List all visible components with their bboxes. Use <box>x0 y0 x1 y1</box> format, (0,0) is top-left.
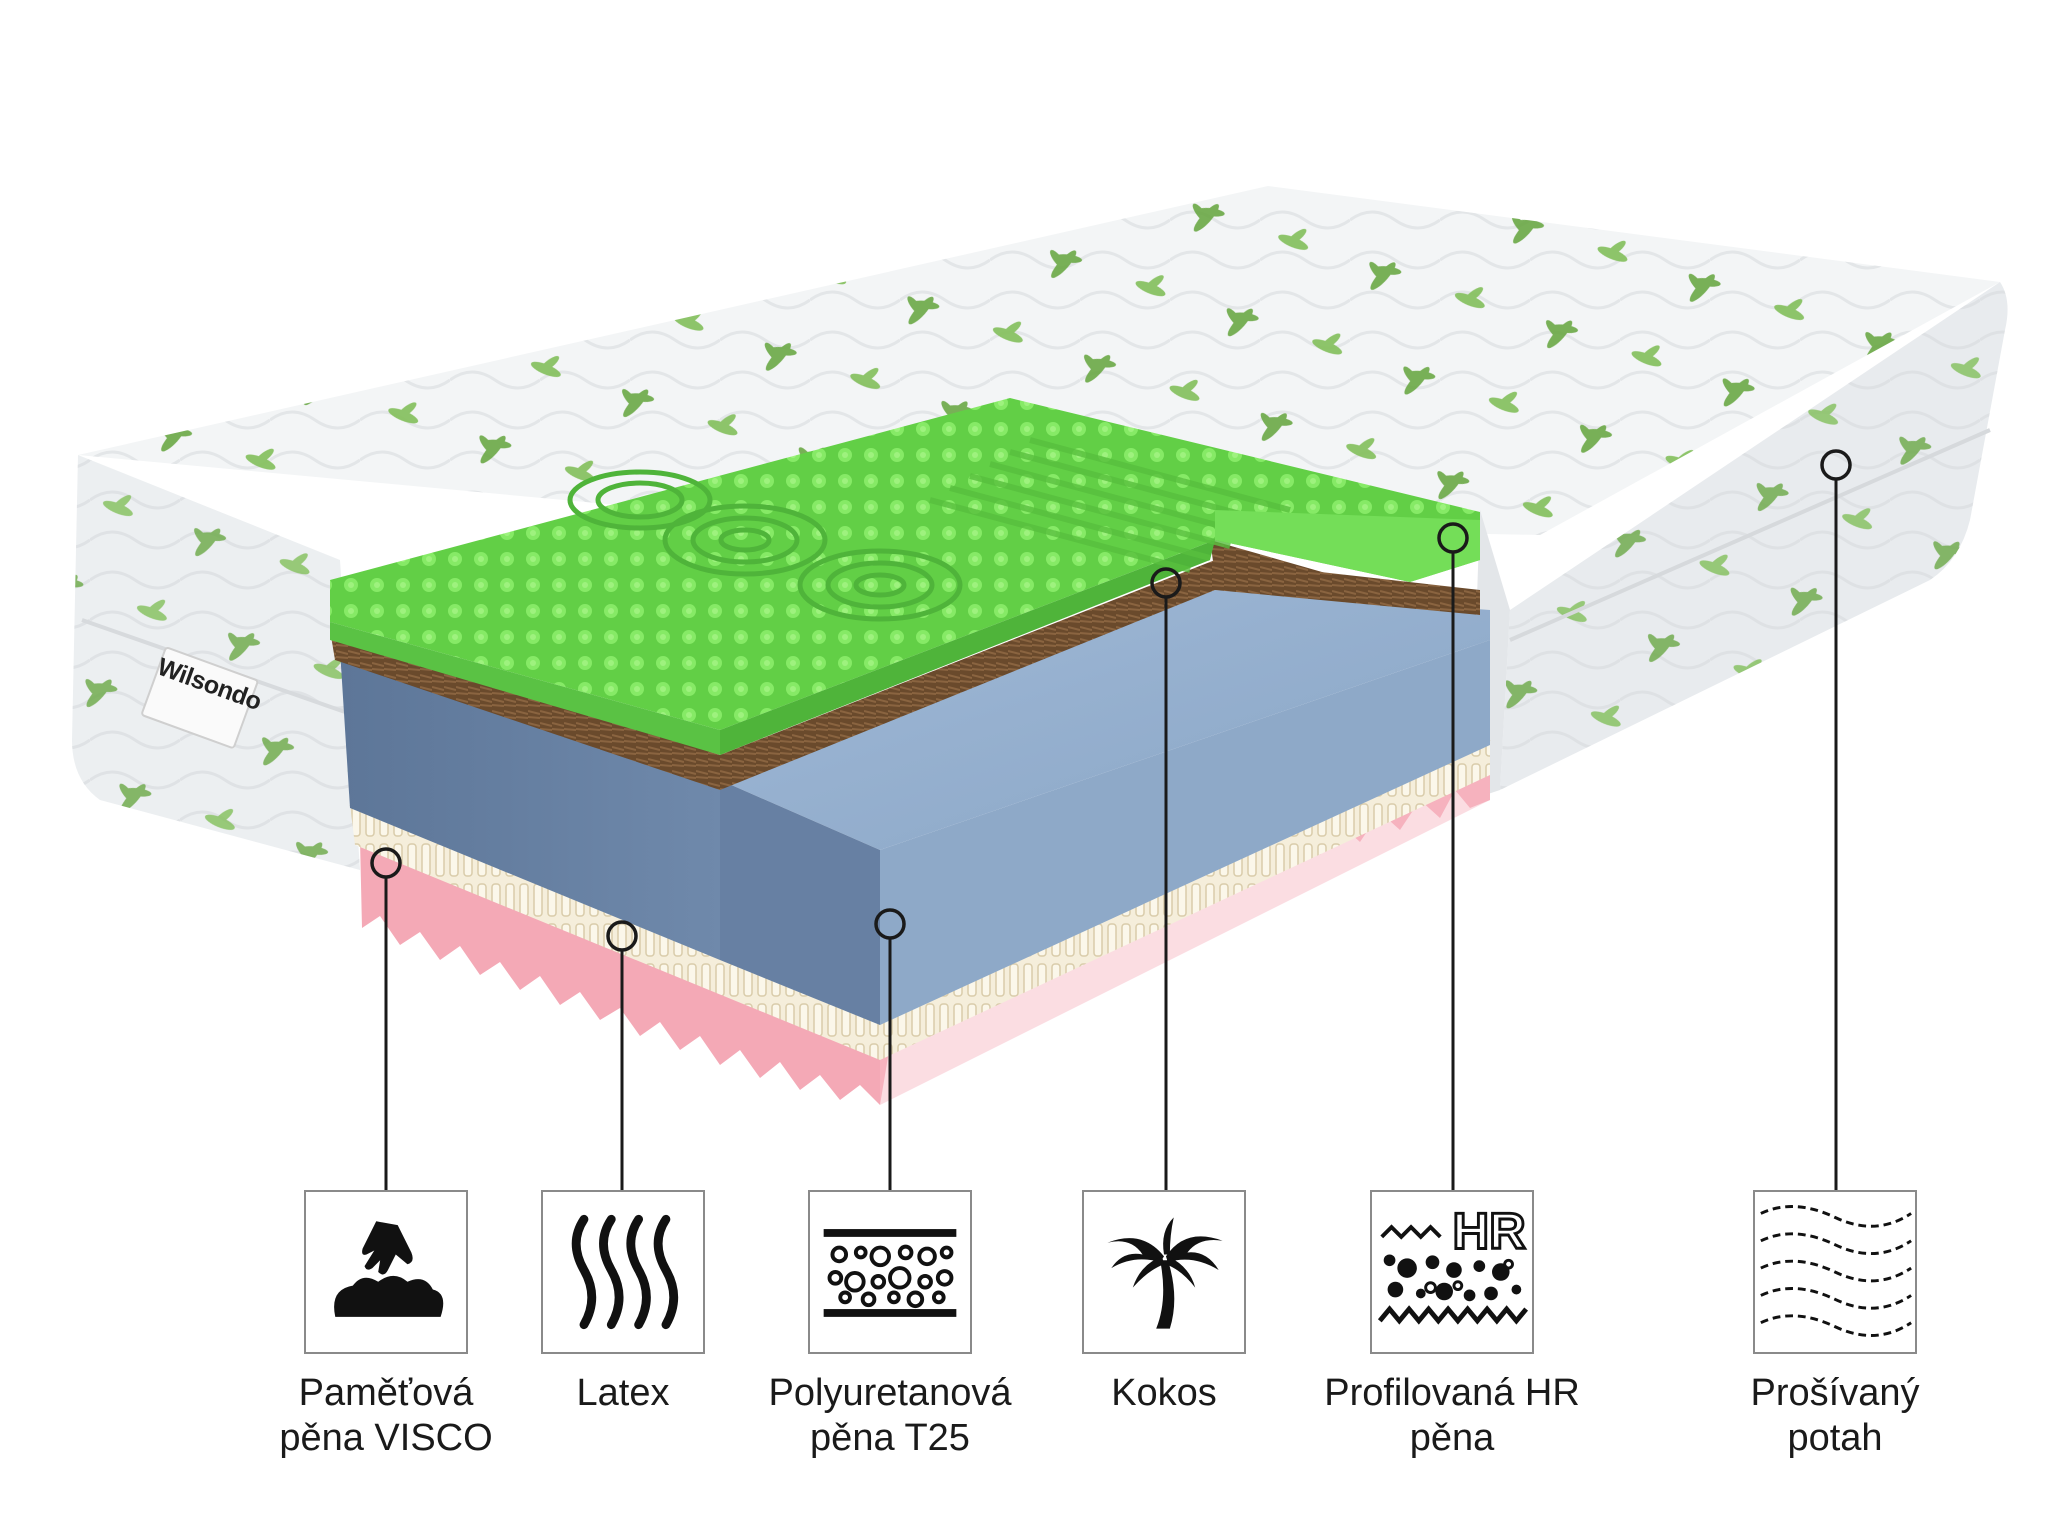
wavy-lines-icon <box>571 1214 679 1330</box>
icon-box-pur <box>808 1190 972 1354</box>
label-latex-line1: Latex <box>576 1372 670 1414</box>
hr-foam-icon: HR <box>1377 1201 1529 1325</box>
foam-cells-icon <box>823 1229 957 1317</box>
marker-potah <box>1820 449 1852 481</box>
label-pur: Polyuretanová pěna T25 <box>740 1371 1040 1461</box>
blue-foam-front <box>720 780 880 1025</box>
label-hr-line2: pěna <box>1409 1417 1495 1459</box>
marker-kokos <box>1150 567 1182 599</box>
marker-visco <box>370 847 402 879</box>
icon-box-hr: HR <box>1370 1190 1534 1354</box>
marker-latex <box>606 920 638 952</box>
label-hr: Profilovaná HR pěna <box>1302 1371 1602 1461</box>
label-kokos-line1: Kokos <box>1111 1372 1217 1414</box>
label-kokos: Kokos <box>1014 1371 1314 1416</box>
marker-hr <box>1437 522 1469 554</box>
label-latex: Latex <box>473 1371 773 1416</box>
label-hr-line1: Profilovaná HR <box>1324 1372 1580 1414</box>
icon-box-latex <box>541 1190 705 1354</box>
pink-foam-layer <box>360 770 1490 1105</box>
blue-foam-left <box>340 650 720 960</box>
palm-tree-icon <box>1107 1217 1223 1329</box>
icon-box-potah <box>1753 1190 1917 1354</box>
hand-pressing-foam-icon <box>334 1221 444 1317</box>
label-potah: Prošívaný potah <box>1685 1371 1985 1461</box>
label-potah-line1: Prošívaný <box>1750 1372 1920 1414</box>
icon-box-kokos <box>1082 1190 1246 1354</box>
label-pur-line1: Polyuretanová <box>768 1372 1012 1414</box>
quilted-cover-icon <box>1760 1205 1912 1337</box>
brand-label-tag <box>141 647 259 749</box>
label-visco: Paměťová pěna VISCO <box>236 1371 536 1461</box>
hr-icon-text: HR <box>1452 1203 1525 1260</box>
icon-box-visco <box>304 1190 468 1354</box>
label-visco-line2: pěna VISCO <box>279 1417 493 1459</box>
coconut-layer <box>330 560 1480 790</box>
label-pur-line2: pěna T25 <box>810 1417 970 1459</box>
blue-foam-top <box>720 590 1490 850</box>
label-potah-line2: potah <box>1787 1417 1883 1459</box>
marker-pur <box>874 908 906 940</box>
label-visco-line1: Paměťová <box>298 1372 474 1414</box>
